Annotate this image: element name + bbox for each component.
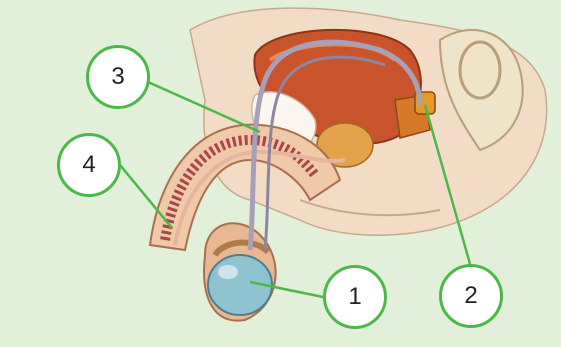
callout-1: 1	[323, 265, 387, 329]
callout-4: 4	[57, 133, 121, 197]
callout-3: 3	[86, 45, 150, 109]
callout-2: 2	[439, 264, 503, 328]
testis-shine	[218, 265, 238, 279]
